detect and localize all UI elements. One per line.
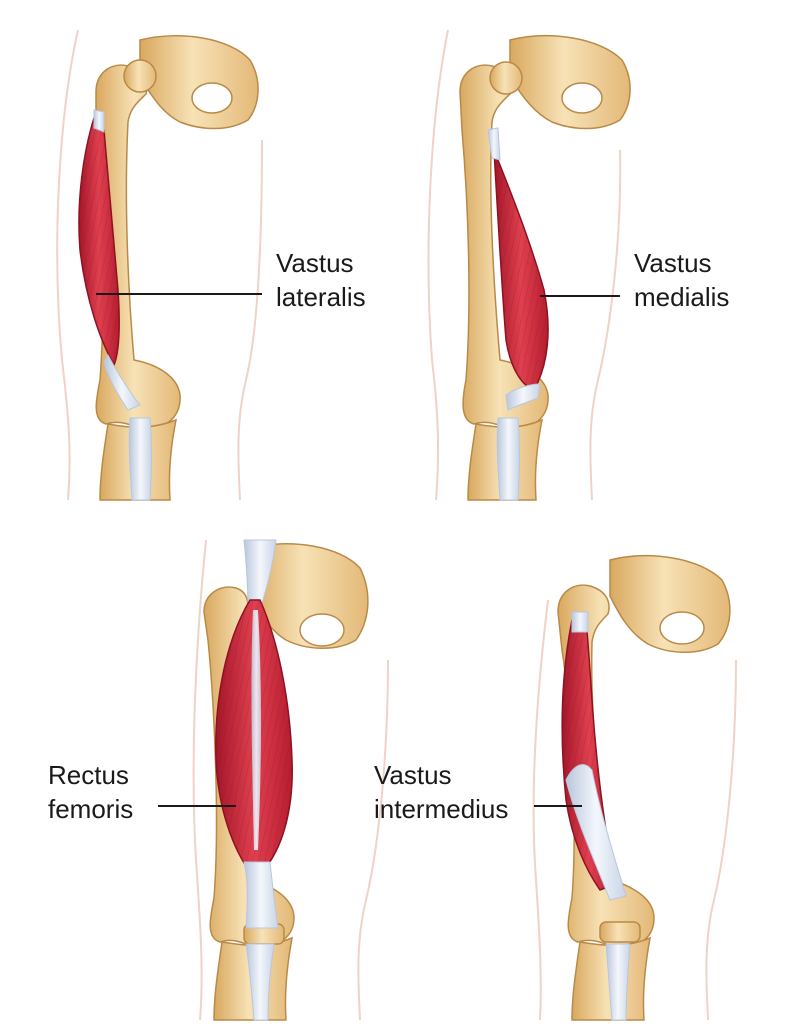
vastus-lateralis-muscle bbox=[78, 109, 141, 411]
label-line: Vastus bbox=[374, 760, 452, 790]
label-line: medialis bbox=[634, 282, 730, 312]
skin-outline bbox=[532, 599, 549, 1021]
tibia-fibula bbox=[99, 417, 178, 501]
skin-outline bbox=[56, 29, 79, 501]
pelvis bbox=[509, 35, 631, 130]
rectus-femoris-muscle bbox=[215, 539, 293, 1021]
skin-outline bbox=[237, 139, 263, 501]
label-rectus-femoris: Rectus femoris bbox=[48, 758, 133, 826]
skin-outline bbox=[589, 149, 622, 501]
label-line: lateralis bbox=[276, 282, 366, 312]
vastus-intermedius-muscle bbox=[561, 611, 631, 1021]
label-vastus-medialis: Vastus medialis bbox=[634, 246, 729, 314]
tibia-fibula bbox=[467, 417, 544, 501]
label-line: femoris bbox=[48, 794, 134, 824]
skin-outline bbox=[192, 539, 207, 1021]
panel-vastus-intermedius bbox=[532, 555, 737, 1021]
label-line: Rectus bbox=[48, 760, 129, 790]
skin-outline bbox=[705, 659, 737, 1021]
label-line: Vastus bbox=[634, 248, 712, 278]
label-vastus-intermedius: Vastus intermedius bbox=[374, 758, 508, 826]
label-vastus-lateralis: Vastus lateralis bbox=[276, 246, 366, 314]
panel-vastus-medialis bbox=[427, 29, 631, 501]
pelvis bbox=[609, 555, 731, 653]
skin-outline bbox=[357, 659, 389, 1021]
skin-outline bbox=[427, 29, 449, 501]
label-line: Vastus bbox=[276, 248, 354, 278]
label-line: intermedius bbox=[374, 794, 509, 824]
panel-rectus-femoris bbox=[158, 539, 389, 1021]
panel-vastus-lateralis bbox=[56, 29, 263, 501]
vastus-medialis-muscle bbox=[487, 127, 549, 411]
pelvis bbox=[139, 35, 259, 130]
pelvis bbox=[249, 543, 369, 649]
